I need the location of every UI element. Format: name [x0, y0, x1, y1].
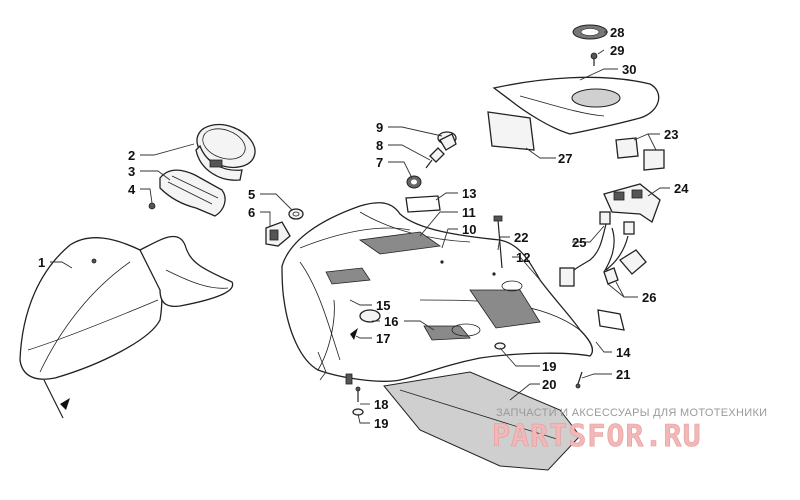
callout-26: 26 [642, 290, 656, 305]
part-switch-26 [603, 249, 647, 285]
callout-1: 1 [38, 255, 45, 270]
part-fender [19, 235, 234, 419]
part-switch-6 [265, 221, 291, 247]
part-gauge [195, 123, 256, 181]
part-screw-4 [148, 202, 156, 210]
part-washer-7 [406, 175, 422, 189]
part-hood [281, 202, 594, 385]
part-plug-8 [425, 147, 445, 169]
part-switch-23b [643, 149, 665, 171]
callout-29: 29 [610, 43, 624, 58]
callout-3: 3 [128, 164, 135, 179]
callout-6: 6 [248, 205, 255, 220]
part-switch-23a [615, 137, 639, 159]
callout-labels: 1 2 3 4 5 6 7 8 9 10 11 12 13 14 15 16 1… [38, 25, 689, 431]
part-cap-9 [437, 131, 457, 151]
callout-5: 5 [248, 187, 255, 202]
callout-28: 28 [610, 25, 624, 40]
watermark-brand: PARTSFOR.RU [492, 419, 702, 454]
callout-27: 27 [558, 151, 572, 166]
part-pod-30 [492, 76, 660, 135]
part-bolt-22 [493, 215, 503, 269]
part-gauge-bracket [159, 169, 226, 217]
callout-10: 10 [462, 222, 476, 237]
callout-23: 23 [664, 127, 678, 142]
part-bracket-24 [603, 183, 661, 223]
part-ring-28 [572, 24, 608, 40]
callout-20: 20 [542, 377, 556, 392]
callout-13: 13 [462, 186, 476, 201]
leader-lines [50, 31, 670, 424]
part-lens-27 [487, 111, 535, 151]
callout-14: 14 [616, 345, 631, 360]
callout-7: 7 [376, 155, 383, 170]
callout-19a: 19 [374, 416, 388, 431]
callout-2: 2 [128, 148, 135, 163]
callout-17: 17 [376, 331, 390, 346]
callout-12: 12 [516, 250, 530, 265]
part-nut-5 [288, 208, 304, 220]
callout-22: 22 [514, 230, 528, 245]
part-harness-25 [559, 211, 635, 287]
part-decal-14 [597, 309, 625, 331]
callout-8: 8 [376, 138, 383, 153]
callout-30: 30 [622, 62, 636, 77]
callout-11: 11 [462, 205, 476, 220]
part-screw-18 [355, 386, 361, 402]
watermark-subtitle: ЗАПЧАСТИ И АКСЕССУАРЫ ДЛЯ МОТОТЕХНИКИ [496, 407, 767, 419]
callout-25: 25 [572, 235, 586, 250]
part-washer-19b [494, 342, 506, 350]
callout-21: 21 [616, 367, 630, 382]
callout-24: 24 [674, 181, 689, 196]
part-mat-20 [383, 371, 581, 471]
callout-4: 4 [128, 182, 136, 197]
callout-15: 15 [376, 298, 390, 313]
callout-19b: 19 [542, 359, 556, 374]
watermark: ЗАПЧАСТИ И АКСЕССУАРЫ ДЛЯ МОТОТЕХНИКИ PA… [492, 407, 767, 454]
part-decal-13 [405, 195, 441, 213]
callout-18: 18 [374, 397, 388, 412]
callout-9: 9 [376, 120, 383, 135]
part-screw-21 [575, 371, 583, 389]
part-screw-29 [590, 52, 598, 66]
callout-16a: 16 [384, 314, 398, 329]
